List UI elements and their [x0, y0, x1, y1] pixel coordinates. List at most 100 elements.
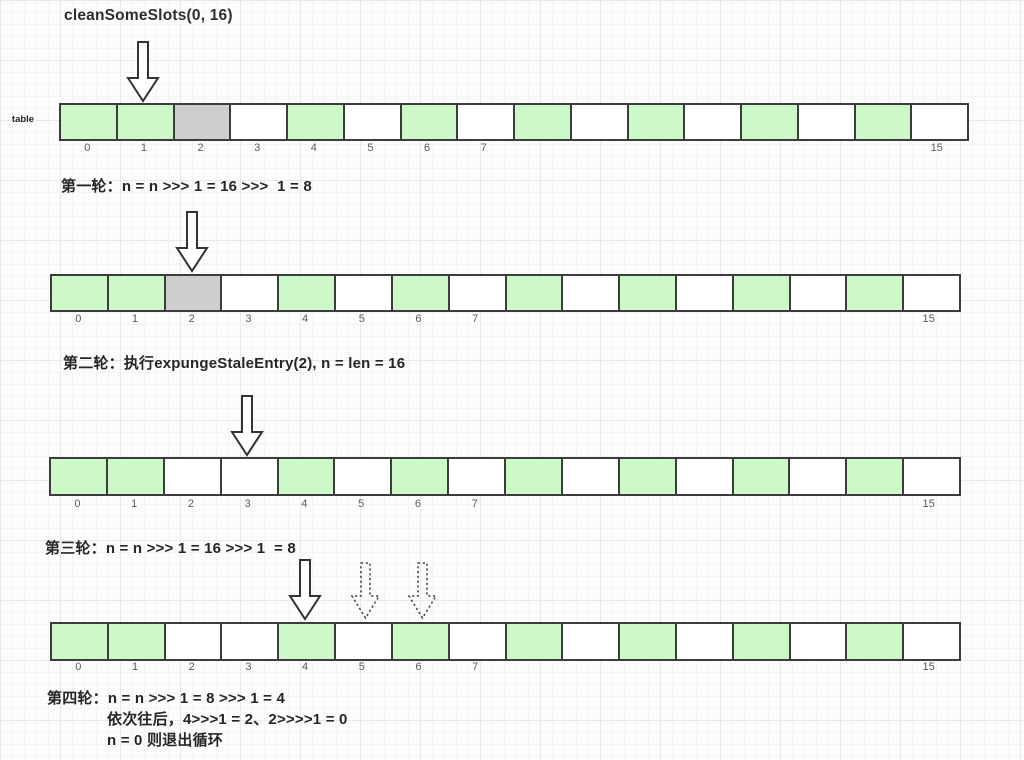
slot-15-white	[904, 276, 959, 310]
slot-11-white	[676, 624, 734, 659]
slot-12-green	[742, 105, 799, 139]
slot-5-white	[344, 105, 402, 139]
slot-index-label: 1	[131, 661, 139, 673]
step4-label: 第四轮：	[47, 690, 108, 707]
slot-index-label	[852, 142, 909, 154]
slot-index-label: 6	[424, 142, 431, 154]
slot-1-green	[108, 624, 166, 659]
slot-2-gray	[165, 276, 223, 310]
slot-index-label: 5	[358, 498, 365, 510]
slot-1-green	[107, 459, 165, 494]
table-label: table	[11, 114, 35, 125]
slot-index-label	[617, 498, 674, 510]
diagram-title: cleanSomeSlots(0, 16)	[64, 7, 233, 24]
slot-index-label	[739, 142, 796, 154]
slot-2-gray	[174, 105, 232, 139]
slot-4-green	[278, 459, 336, 494]
slot-index-label: 7	[472, 313, 479, 325]
slot-array-round4	[50, 622, 961, 661]
slot-13-white	[790, 459, 848, 494]
slot-index-label: 4	[310, 142, 317, 154]
slot-index-label	[512, 142, 569, 154]
slot-0-green	[52, 276, 109, 310]
slot-index-label: 5	[367, 142, 374, 154]
slot-index-label: 3	[254, 142, 261, 154]
slot-index-label: 15	[930, 142, 943, 154]
step2-text: 第二轮：执行expungeStaleEntry(2), n = len = 16	[63, 352, 405, 373]
slot-15-white	[904, 624, 959, 659]
step1-formula: n = n >>> 1 = 16 >>> 1 = 8	[121, 178, 312, 195]
slot-index-label: 1	[131, 498, 138, 510]
slot-15-white	[904, 459, 959, 494]
arrow-down-icon	[230, 395, 264, 457]
slot-12-green	[733, 459, 791, 494]
slot-index-label: 0	[75, 313, 82, 325]
slot-index-label	[504, 313, 561, 325]
slot-7-white	[458, 105, 515, 139]
slot-index-label: 3	[245, 661, 252, 673]
slot-13-white	[798, 105, 856, 139]
slot-14-green	[847, 624, 905, 659]
slot-11-white	[676, 276, 734, 310]
arrow-down-icon	[288, 559, 322, 621]
slot-7-white	[449, 276, 507, 310]
slot-0-green	[61, 105, 118, 139]
slot-14-green	[855, 105, 913, 139]
slot-index-label	[682, 142, 739, 154]
slot-index-label	[844, 498, 901, 510]
slot-index-label	[673, 498, 730, 510]
slot-array-round2	[50, 274, 961, 312]
slot-6-green	[392, 276, 450, 310]
arrow-down-icon	[175, 211, 209, 273]
slot-4-green	[288, 105, 345, 139]
slot-index-label: 2	[188, 661, 195, 673]
slot-8-green	[506, 459, 563, 494]
slot-10-green	[619, 459, 677, 494]
step4-line1: 第四轮：n = n >>> 1 = 8 >>> 1 = 4	[47, 687, 285, 708]
slot-4-green	[279, 276, 337, 310]
slot-7-white	[449, 624, 507, 659]
slot-index-label	[569, 142, 626, 154]
slot-index-label: 1	[131, 313, 139, 325]
slot-3-white	[222, 624, 280, 659]
step3-text: 第三轮：n = n >>> 1 = 16 >>> 1 = 8	[45, 537, 296, 558]
slot-5-white	[335, 459, 393, 494]
slot-index-label: 7	[480, 142, 487, 154]
slot-index-label: 0	[75, 661, 82, 673]
slot-12-green	[733, 276, 791, 310]
slot-13-white	[790, 276, 848, 310]
slot-11-white	[685, 105, 742, 139]
slot-index-label	[504, 661, 561, 673]
slot-index-label: 2	[197, 142, 204, 154]
slot-8-green	[506, 624, 564, 659]
slot-index-label: 7	[471, 498, 478, 510]
slot-10-green	[620, 276, 677, 310]
slot-7-white	[449, 459, 506, 494]
slot-index-label: 0	[74, 498, 81, 510]
slot-index-label: 15	[922, 661, 935, 673]
slot-2-white	[164, 459, 222, 494]
slot-index-label	[787, 661, 844, 673]
step4-formula1: n = n >>> 1 = 8 >>> 1 = 4	[107, 690, 286, 707]
slot-14-green	[847, 459, 905, 494]
step3-label: 第三轮：	[45, 540, 106, 557]
slot-index-label: 1	[140, 142, 147, 154]
slot-6-green	[401, 105, 459, 139]
slot-index-label	[787, 313, 844, 325]
slot-10-green	[620, 624, 677, 659]
slot-2-white	[165, 624, 223, 659]
slot-3-white	[231, 105, 288, 139]
slot-index-label	[730, 661, 787, 673]
arrow-down-dotted-icon	[407, 562, 438, 620]
slot-6-green	[392, 624, 450, 659]
slot-13-white	[790, 624, 848, 659]
slot-index-label	[844, 313, 901, 325]
slot-1-green	[108, 276, 166, 310]
slot-12-green	[733, 624, 791, 659]
slot-11-white	[676, 459, 734, 494]
slot-index-label: 15	[922, 313, 935, 325]
slot-index-label: 3	[244, 498, 251, 510]
slot-index-label: 2	[187, 498, 194, 510]
step1-label: 第一轮：	[61, 178, 122, 195]
